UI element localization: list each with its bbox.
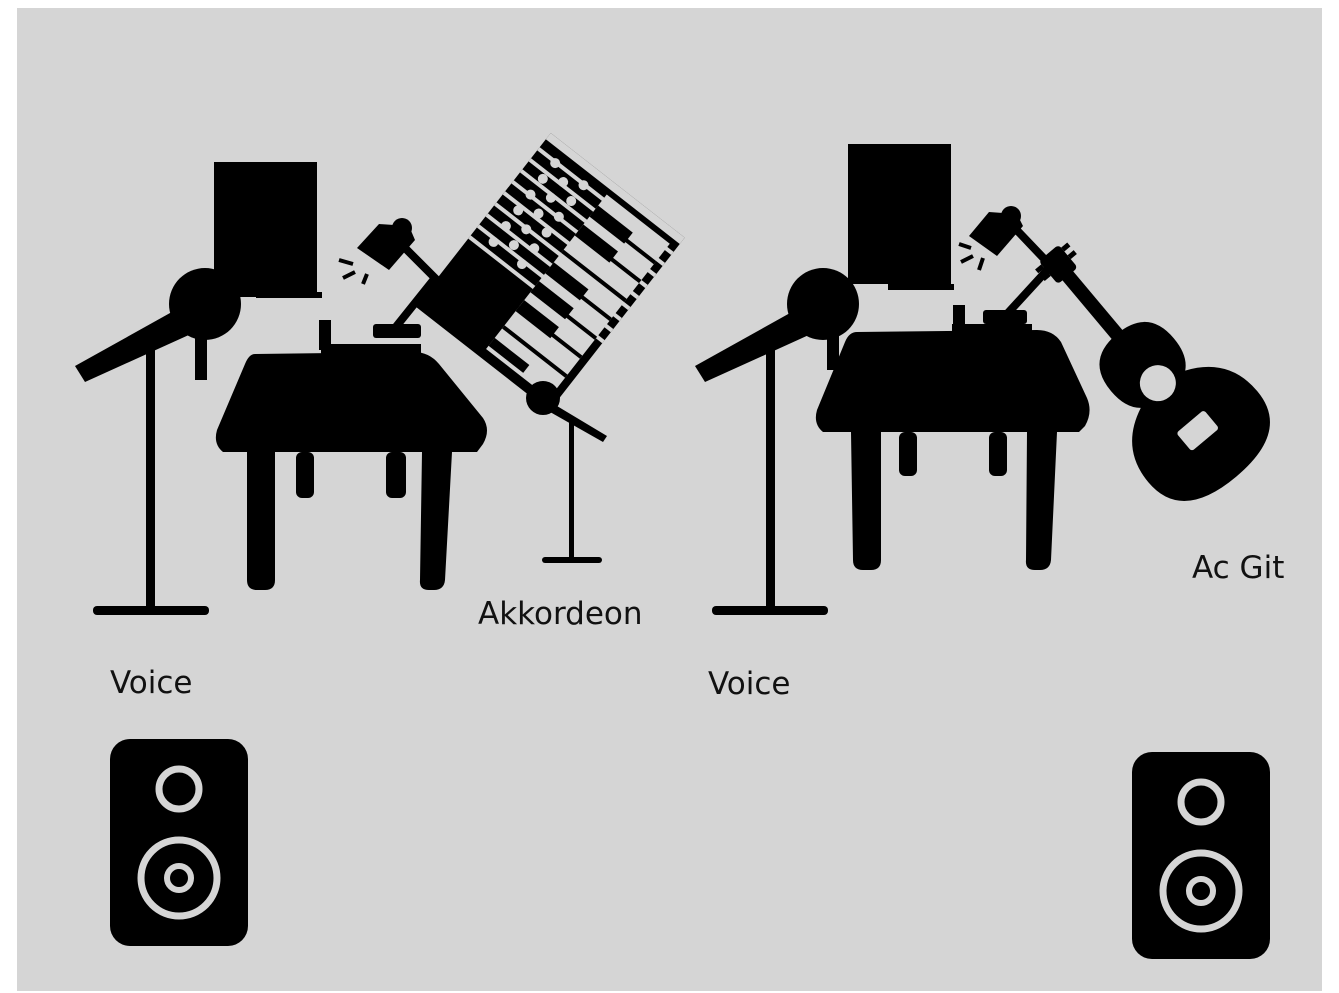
voice-label-right: Voice (708, 669, 791, 700)
voice-label-left: Voice (110, 668, 193, 699)
instrument-label-ac-git: Ac Git (1192, 553, 1284, 584)
instrument-label-akkordeon: Akkordeon (478, 599, 643, 630)
speaker-left-icon (110, 739, 250, 947)
stage-plot-canvas: Voice Akkordeon Voice Ac Git (17, 8, 1322, 991)
speaker-right-icon (1132, 752, 1272, 960)
